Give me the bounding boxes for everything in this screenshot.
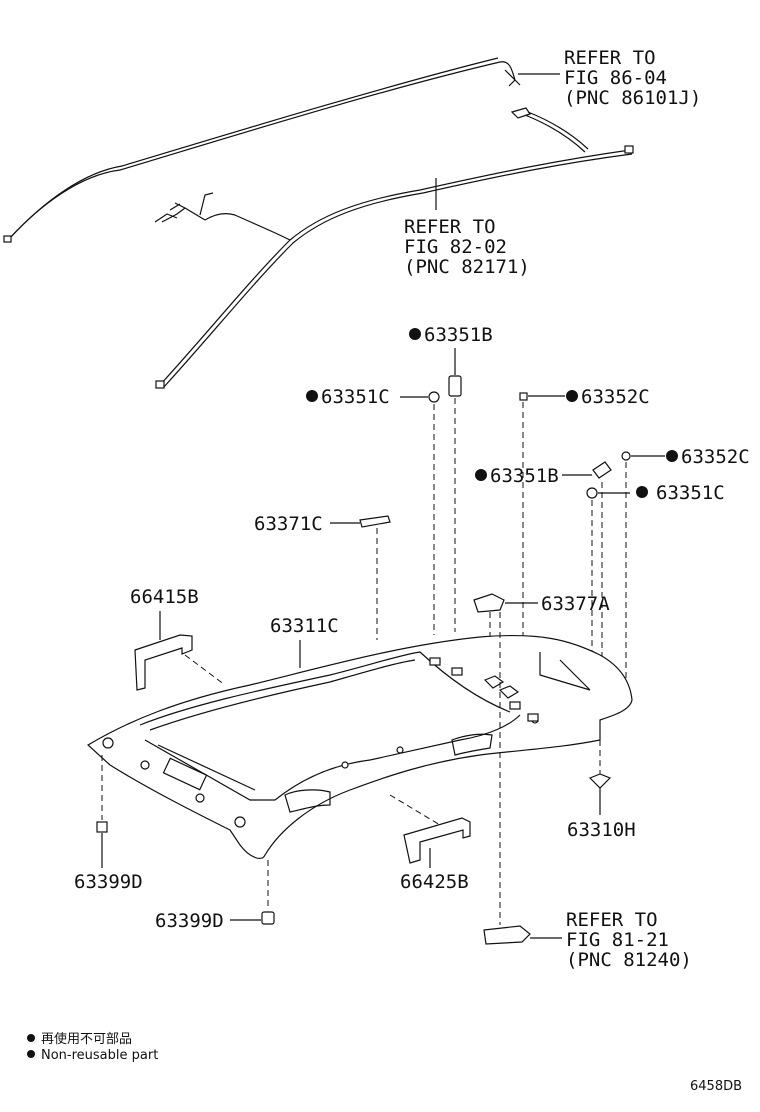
svg-text:(PNC 82171): (PNC 82171) [404,256,530,278]
part-63352C-a: 63352C [581,386,650,408]
svg-text:(PNC 81240): (PNC 81240) [566,949,692,971]
legend-english: Non-reusable part [41,1048,158,1063]
svg-text:REFER TO: REFER TO [404,216,496,238]
legend: 再使用不可部品 Non-reusable part [27,1031,158,1063]
part-63371C: 63371C [254,513,323,535]
part-63399D-b: 63399D [155,910,224,932]
part-63351C-b: 63351C [656,482,725,504]
part-63311C: 63311C [270,615,339,637]
part-66425B: 66425B [400,871,469,893]
roof-headlining [86,634,633,859]
figure-id: 6458DB [690,1079,742,1094]
svg-text:FIG 86-04: FIG 86-04 [564,67,667,89]
part-63351B-a: 63351B [424,324,493,346]
part-63377A: 63377A [541,593,610,615]
part-63310H: 63310H [567,819,636,841]
svg-text:REFER TO: REFER TO [564,47,656,69]
part-63399D-a: 63399D [74,871,143,893]
part-66415B: 66415B [130,586,199,608]
svg-text:(PNC 86101J): (PNC 86101J) [564,87,701,109]
refer-to-fig-82-02: REFER TO FIG 82-02 (PNC 82171) [404,216,530,278]
part-63351C-a: 63351C [321,386,390,408]
svg-text:FIG 82-02: FIG 82-02 [404,236,507,258]
svg-text:FIG 81-21: FIG 81-21 [566,929,669,951]
svg-text:REFER TO: REFER TO [566,909,658,931]
sub-wire-harness [154,145,634,389]
refer-to-fig-86-04: REFER TO FIG 86-04 (PNC 86101J) [564,47,701,109]
legend-japanese: 再使用不可部品 [41,1031,132,1047]
part-63351B-b: 63351B [490,465,559,487]
refer-to-fig-81-21: REFER TO FIG 81-21 (PNC 81240) [566,909,692,971]
part-63352C-b: 63352C [681,446,750,468]
roof-wire-harness [3,57,589,243]
